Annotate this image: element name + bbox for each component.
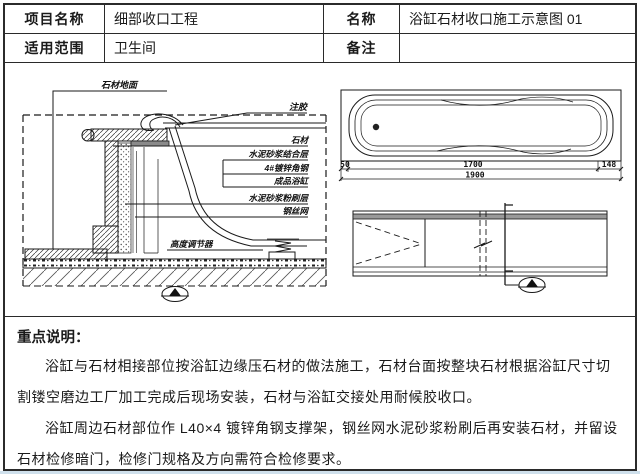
notes-title: 重点说明： xyxy=(17,330,90,346)
label-wire-mesh: 钢丝网 xyxy=(282,206,309,216)
scope-value: 卫生间 xyxy=(105,34,324,63)
technical-drawing: 注胶 石材地面 石材 水泥砂浆结合层 4#镀锌角钢 成品浴缸 水泥砂浆粉刷层 钢… xyxy=(22,80,624,302)
angle-steel-bar xyxy=(130,140,170,147)
tub-wall-outer xyxy=(174,125,326,241)
notes-paragraph-2: 浴缸周边石材部位作 L40×4 镀锌角钢支撑架，钢丝网水泥砂浆粉刷后再安装石材，… xyxy=(17,420,618,467)
dim-total: 1900 xyxy=(465,171,484,180)
stone-floor-strip xyxy=(24,248,108,260)
dim-ticks-1 xyxy=(338,166,624,172)
bathtub-plan-view: 50 1700 148 1900 xyxy=(338,89,624,182)
label-mortar-bonding: 水泥砂浆结合层 xyxy=(248,149,309,159)
tub-rim-hook xyxy=(140,113,184,131)
drain-symbol xyxy=(372,123,380,131)
plan-outer-rect xyxy=(340,89,622,162)
wire-mesh-lines xyxy=(132,147,137,253)
dim-right: 148 xyxy=(602,160,617,169)
drawing-area: 注胶 石材地面 石材 水泥砂浆结合层 4#镀锌角钢 成品浴缸 水泥砂浆粉刷层 钢… xyxy=(5,63,635,317)
label-angle-steel: 4#镀锌角钢 xyxy=(264,163,310,173)
stone-floor-leader xyxy=(52,90,167,249)
structural-slab-hatch xyxy=(23,268,326,286)
bottom-edge-strip xyxy=(0,471,640,474)
tub-outline-outer xyxy=(348,94,614,157)
mortar-plaster-layer xyxy=(117,142,132,254)
stone-bullnose xyxy=(81,129,95,142)
label-mortar-plaster: 水泥砂浆粉刷层 xyxy=(248,193,309,203)
project-name-value: 细部收口工程 xyxy=(105,5,324,34)
access-panel-swing xyxy=(355,221,423,265)
label-sealant: 注胶 xyxy=(289,102,309,112)
label-height-adjuster: 高度调节器 xyxy=(170,239,214,249)
project-name-label: 项目名称 xyxy=(5,5,105,34)
tub-bottom-contour xyxy=(436,145,572,155)
bathtub-elevation-view xyxy=(352,203,608,293)
screed-layer xyxy=(22,258,327,269)
height-adjuster-symbol xyxy=(267,238,299,260)
tub-deck-lines xyxy=(163,122,326,129)
dim-middle: 1700 xyxy=(463,160,482,169)
stone-step-block xyxy=(92,225,119,254)
dim-extension-lines xyxy=(340,161,622,181)
dim-ticks-2 xyxy=(338,176,624,182)
dim-left: 50 xyxy=(340,160,350,169)
callout-underlines xyxy=(113,145,308,218)
tub-top-contour xyxy=(440,96,574,106)
scope-label: 适用范围 xyxy=(5,34,105,63)
notes-paragraph-1: 浴缸与石材相接部位按浴缸边缘压石材的做法施工，石材台面按整块石材根据浴缸尺寸切割… xyxy=(17,358,611,405)
sheet-border: 项目名称 细部收口工程 名称 浴缸石材收口施工示意图 01 适用范围 卫生间 备… xyxy=(3,3,637,471)
key-notes: 重点说明： 浴缸与石材相接部位按浴缸边缘压石材的做法施工，石材台面按整块石材根据… xyxy=(5,317,635,472)
label-bathtub: 成品浴缸 xyxy=(273,176,310,186)
header-table: 项目名称 细部收口工程 名称 浴缸石材收口施工示意图 01 适用范围 卫生间 备… xyxy=(5,5,635,63)
break-mark xyxy=(473,240,493,249)
remark-value xyxy=(400,34,635,63)
stone-vertical-panel xyxy=(104,140,119,227)
name-value: 浴缸石材收口施工示意图 01 xyxy=(400,5,635,34)
tub-wall-inner xyxy=(168,127,307,247)
stone-countertop xyxy=(90,128,168,142)
tub-outline-inner xyxy=(360,104,602,147)
tub-outline-mid xyxy=(354,99,608,152)
label-stone: 石材 xyxy=(291,135,310,145)
sealant-leader xyxy=(174,112,307,126)
section-cut-line xyxy=(504,203,513,285)
section-mark-a xyxy=(161,286,189,302)
bathtub-section-detail: 注胶 石材地面 石材 水泥砂浆结合层 4#镀锌角钢 成品浴缸 水泥砂浆粉刷层 钢… xyxy=(22,80,327,302)
apron-panel-lines xyxy=(143,147,159,254)
dashed-boundary xyxy=(22,114,327,286)
label-stone-floor: 石材地面 xyxy=(101,80,139,90)
section-mark-b xyxy=(518,277,546,293)
remark-label: 备注 xyxy=(324,34,400,63)
name-label: 名称 xyxy=(324,5,400,34)
